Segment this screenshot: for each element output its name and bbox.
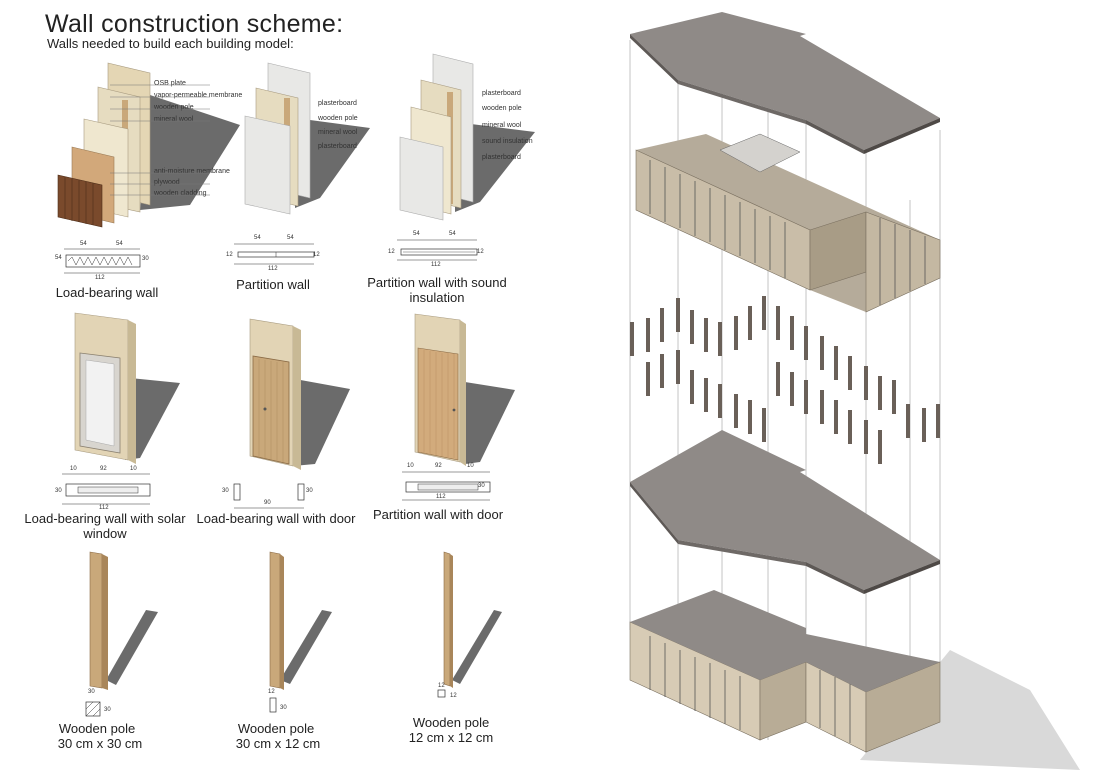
load-bearing-wall-section (64, 248, 141, 274)
dimension-label: 54 (55, 255, 62, 261)
dimension-label: 90 (264, 500, 271, 506)
page-subtitle: Walls needed to build each building mode… (47, 36, 294, 51)
dimension-label: 10 (407, 463, 414, 469)
solar-window-wall-drawing (74, 312, 180, 464)
dimension-label: 12 (438, 683, 445, 689)
layer-label: plasterboard (318, 143, 357, 150)
exploded-axonometric-drawing (629, 12, 1080, 770)
dimension-label: 12 (268, 689, 275, 695)
dimension-label: 54 (413, 231, 420, 237)
pole-caption-line2: 12 cm x 12 cm (408, 730, 494, 745)
dimension-label: 112 (431, 262, 441, 268)
partition-door-wall-section (402, 471, 491, 501)
layer-label: mineral wool (154, 116, 194, 123)
dimension-label: 112 (436, 494, 446, 500)
layer-label: wooden pole (318, 115, 358, 122)
dimension-label: 54 (254, 235, 261, 241)
top-roof-slab (630, 12, 940, 154)
layer-label: plasterboard (482, 154, 521, 161)
dimension-label: 30 (306, 488, 313, 494)
dimension-label: 92 (100, 466, 107, 472)
layer-label: mineral wool (482, 122, 522, 129)
partition-wall-section (234, 243, 315, 265)
layer-label: plasterboard (318, 100, 357, 107)
dimension-label: 12 (477, 249, 484, 255)
wall-caption: Load-bearing wall with door (196, 511, 356, 526)
layer-label: wooden cladding (154, 190, 207, 197)
dimension-label: 30 (142, 256, 149, 262)
dimension-label: 30 (222, 488, 229, 494)
wall-caption: Partition wall with door (372, 507, 504, 522)
wall-caption: Partition wall with sound insulation (367, 275, 507, 305)
dimension-label: 30 (104, 707, 111, 713)
walls-level (635, 133, 941, 313)
poles-level (630, 296, 940, 464)
dimension-label: 12 (313, 252, 320, 258)
dimension-label: 10 (130, 466, 137, 472)
dimension-label: 54 (449, 231, 456, 237)
pole-caption-line1: Wooden pole (412, 715, 490, 730)
solar-window-wall-section (62, 473, 151, 505)
wooden-pole-12x12-drawing (443, 551, 502, 688)
sound-insulation-wall-section (397, 239, 478, 261)
dimension-label: 112 (268, 266, 278, 272)
dimension-label: 30 (88, 689, 95, 695)
dimension-label: 10 (70, 466, 77, 472)
page-title: Wall construction scheme: (45, 10, 344, 38)
dimension-label: 30 (55, 488, 62, 494)
layer-label: mineral wool (318, 129, 358, 136)
layer-label: OSB plate (154, 80, 186, 87)
wooden-pole-30x12-drawing (269, 551, 332, 690)
pole-caption-line1: Wooden pole (237, 721, 315, 736)
dimension-label: 30 (280, 705, 287, 711)
pole-caption-line2: 30 cm x 30 cm (57, 736, 143, 751)
sound-insulation-wall-layers-drawing (399, 53, 535, 221)
pole-caption-line2: 30 cm x 12 cm (235, 736, 321, 751)
wooden-pole-30x30-drawing (89, 551, 158, 690)
load-bearing-wall-layers-drawing (57, 62, 240, 228)
layer-label: vapor-permeable membrane (154, 92, 243, 99)
dimension-label: 92 (435, 463, 442, 469)
layer-label: plywood (154, 179, 180, 186)
dimension-label: 112 (99, 505, 109, 511)
layer-label: wooden pole (154, 104, 194, 111)
layer-label: sound insulation (482, 138, 533, 145)
wall-caption: Load-bearing wall (55, 285, 159, 300)
dimension-label: 54 (80, 241, 87, 247)
layer-label: wooden pole (482, 105, 522, 112)
floor-slab (630, 430, 940, 594)
dimension-label: 12 (450, 693, 457, 699)
pole-caption-line1: Wooden pole (58, 721, 136, 736)
load-bearing-door-wall-drawing (249, 318, 350, 470)
partition-wall-layers-drawing (244, 62, 370, 215)
dimension-label: 12 (388, 249, 395, 255)
dimension-label: 54 (116, 241, 123, 247)
layer-label: anti-moisture membrane (154, 168, 230, 175)
dimension-label: 112 (95, 275, 105, 281)
load-bearing-door-wall-section (233, 483, 305, 509)
wall-caption: Load-bearing wall with solar window (24, 511, 186, 541)
wall-caption: Partition wall (236, 277, 310, 292)
dimension-label: 12 (226, 252, 233, 258)
assembled-building (629, 590, 1080, 770)
pole-12x12-section (437, 689, 446, 698)
leader-lines (110, 84, 210, 196)
partition-door-wall-drawing (414, 313, 515, 466)
dimension-label: 30 (478, 483, 485, 489)
dimension-label: 54 (287, 235, 294, 241)
pole-30x30-section (85, 701, 101, 717)
dimension-label: 10 (467, 463, 474, 469)
pole-30x12-section (269, 697, 277, 713)
layer-label: plasterboard (482, 90, 521, 97)
